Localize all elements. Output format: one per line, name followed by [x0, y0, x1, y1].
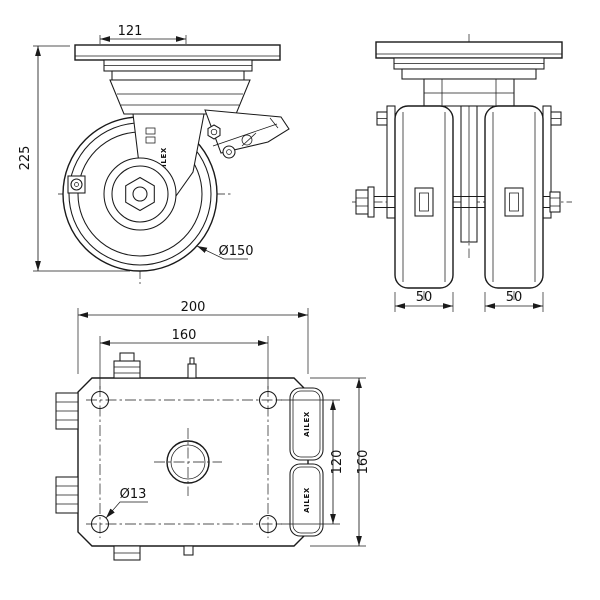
- axle-nut-left: [355, 186, 375, 218]
- dim-label-right-wheel-width: 50: [506, 290, 523, 305]
- dim-label-bolt-spacing-width: 160: [172, 328, 197, 343]
- axle-hex-nut: [125, 176, 155, 212]
- dim-label-bolt-hole-diameter: Ø13: [120, 487, 147, 502]
- swivel-lock-bolt-plan: [113, 352, 141, 379]
- wheel-top-1: AILEX: [289, 387, 324, 461]
- mounting-plate-side: [74, 44, 281, 61]
- dim-label-wheel-diameter: Ø150: [218, 244, 253, 259]
- swivel-raceway-side: [103, 59, 253, 81]
- left-wheel-front: [394, 105, 454, 289]
- swivel-raceway-front: [393, 57, 545, 80]
- fork-housing-side: [109, 79, 251, 115]
- axle-bolt-tabs: [55, 392, 79, 514]
- thread-guard-bolt: [67, 175, 86, 194]
- axle-nut-right: [549, 191, 561, 213]
- mounting-plate-front: [375, 41, 563, 59]
- front-view: 50 50: [352, 34, 572, 312]
- dim-label-plate-depth: 160: [356, 450, 371, 475]
- dim-label-plate-width: 200: [181, 300, 206, 315]
- dim-label-left-wheel-width: 50: [416, 290, 433, 305]
- brand-stamp-wheel-2: AILEX: [303, 487, 311, 513]
- fork-housing-front: [423, 78, 515, 107]
- brand-stamp-side: AILEX: [160, 147, 168, 173]
- brake-spring: [241, 134, 253, 146]
- center-fork-leg: [460, 105, 478, 243]
- plan-view-centerlines: [86, 386, 282, 538]
- dim-label-bolt-spacing-depth: 120: [330, 450, 345, 475]
- grease-nipple: [187, 357, 197, 379]
- left-hub-cap: [414, 187, 434, 217]
- right-hub-cap: [504, 187, 524, 217]
- dim-label-top-width: 121: [118, 24, 143, 39]
- swivel-lock-bolts: [376, 111, 562, 126]
- side-view-dimensions: 121 225 Ø150: [18, 24, 254, 272]
- brake-lever: [204, 109, 290, 159]
- plan-view-dimensions: 200 160 120 160 Ø13: [77, 300, 371, 547]
- wheel-top-2: AILEX: [289, 463, 324, 537]
- front-view-dimensions: 50 50: [394, 290, 544, 312]
- axle-hub-side: [103, 157, 177, 231]
- brand-stamp-wheel-1: AILEX: [303, 411, 311, 437]
- plan-view: AILEX AILEX 200 160 120 160 Ø13: [55, 300, 371, 561]
- right-wheel-front: [484, 105, 544, 289]
- side-view: AILEX 121: [18, 24, 290, 284]
- bottom-edge-bolt: [113, 545, 194, 561]
- dim-label-overall-height: 225: [18, 146, 33, 171]
- brake-hinge: [222, 145, 236, 159]
- brake-pivot-bolt: [207, 124, 221, 140]
